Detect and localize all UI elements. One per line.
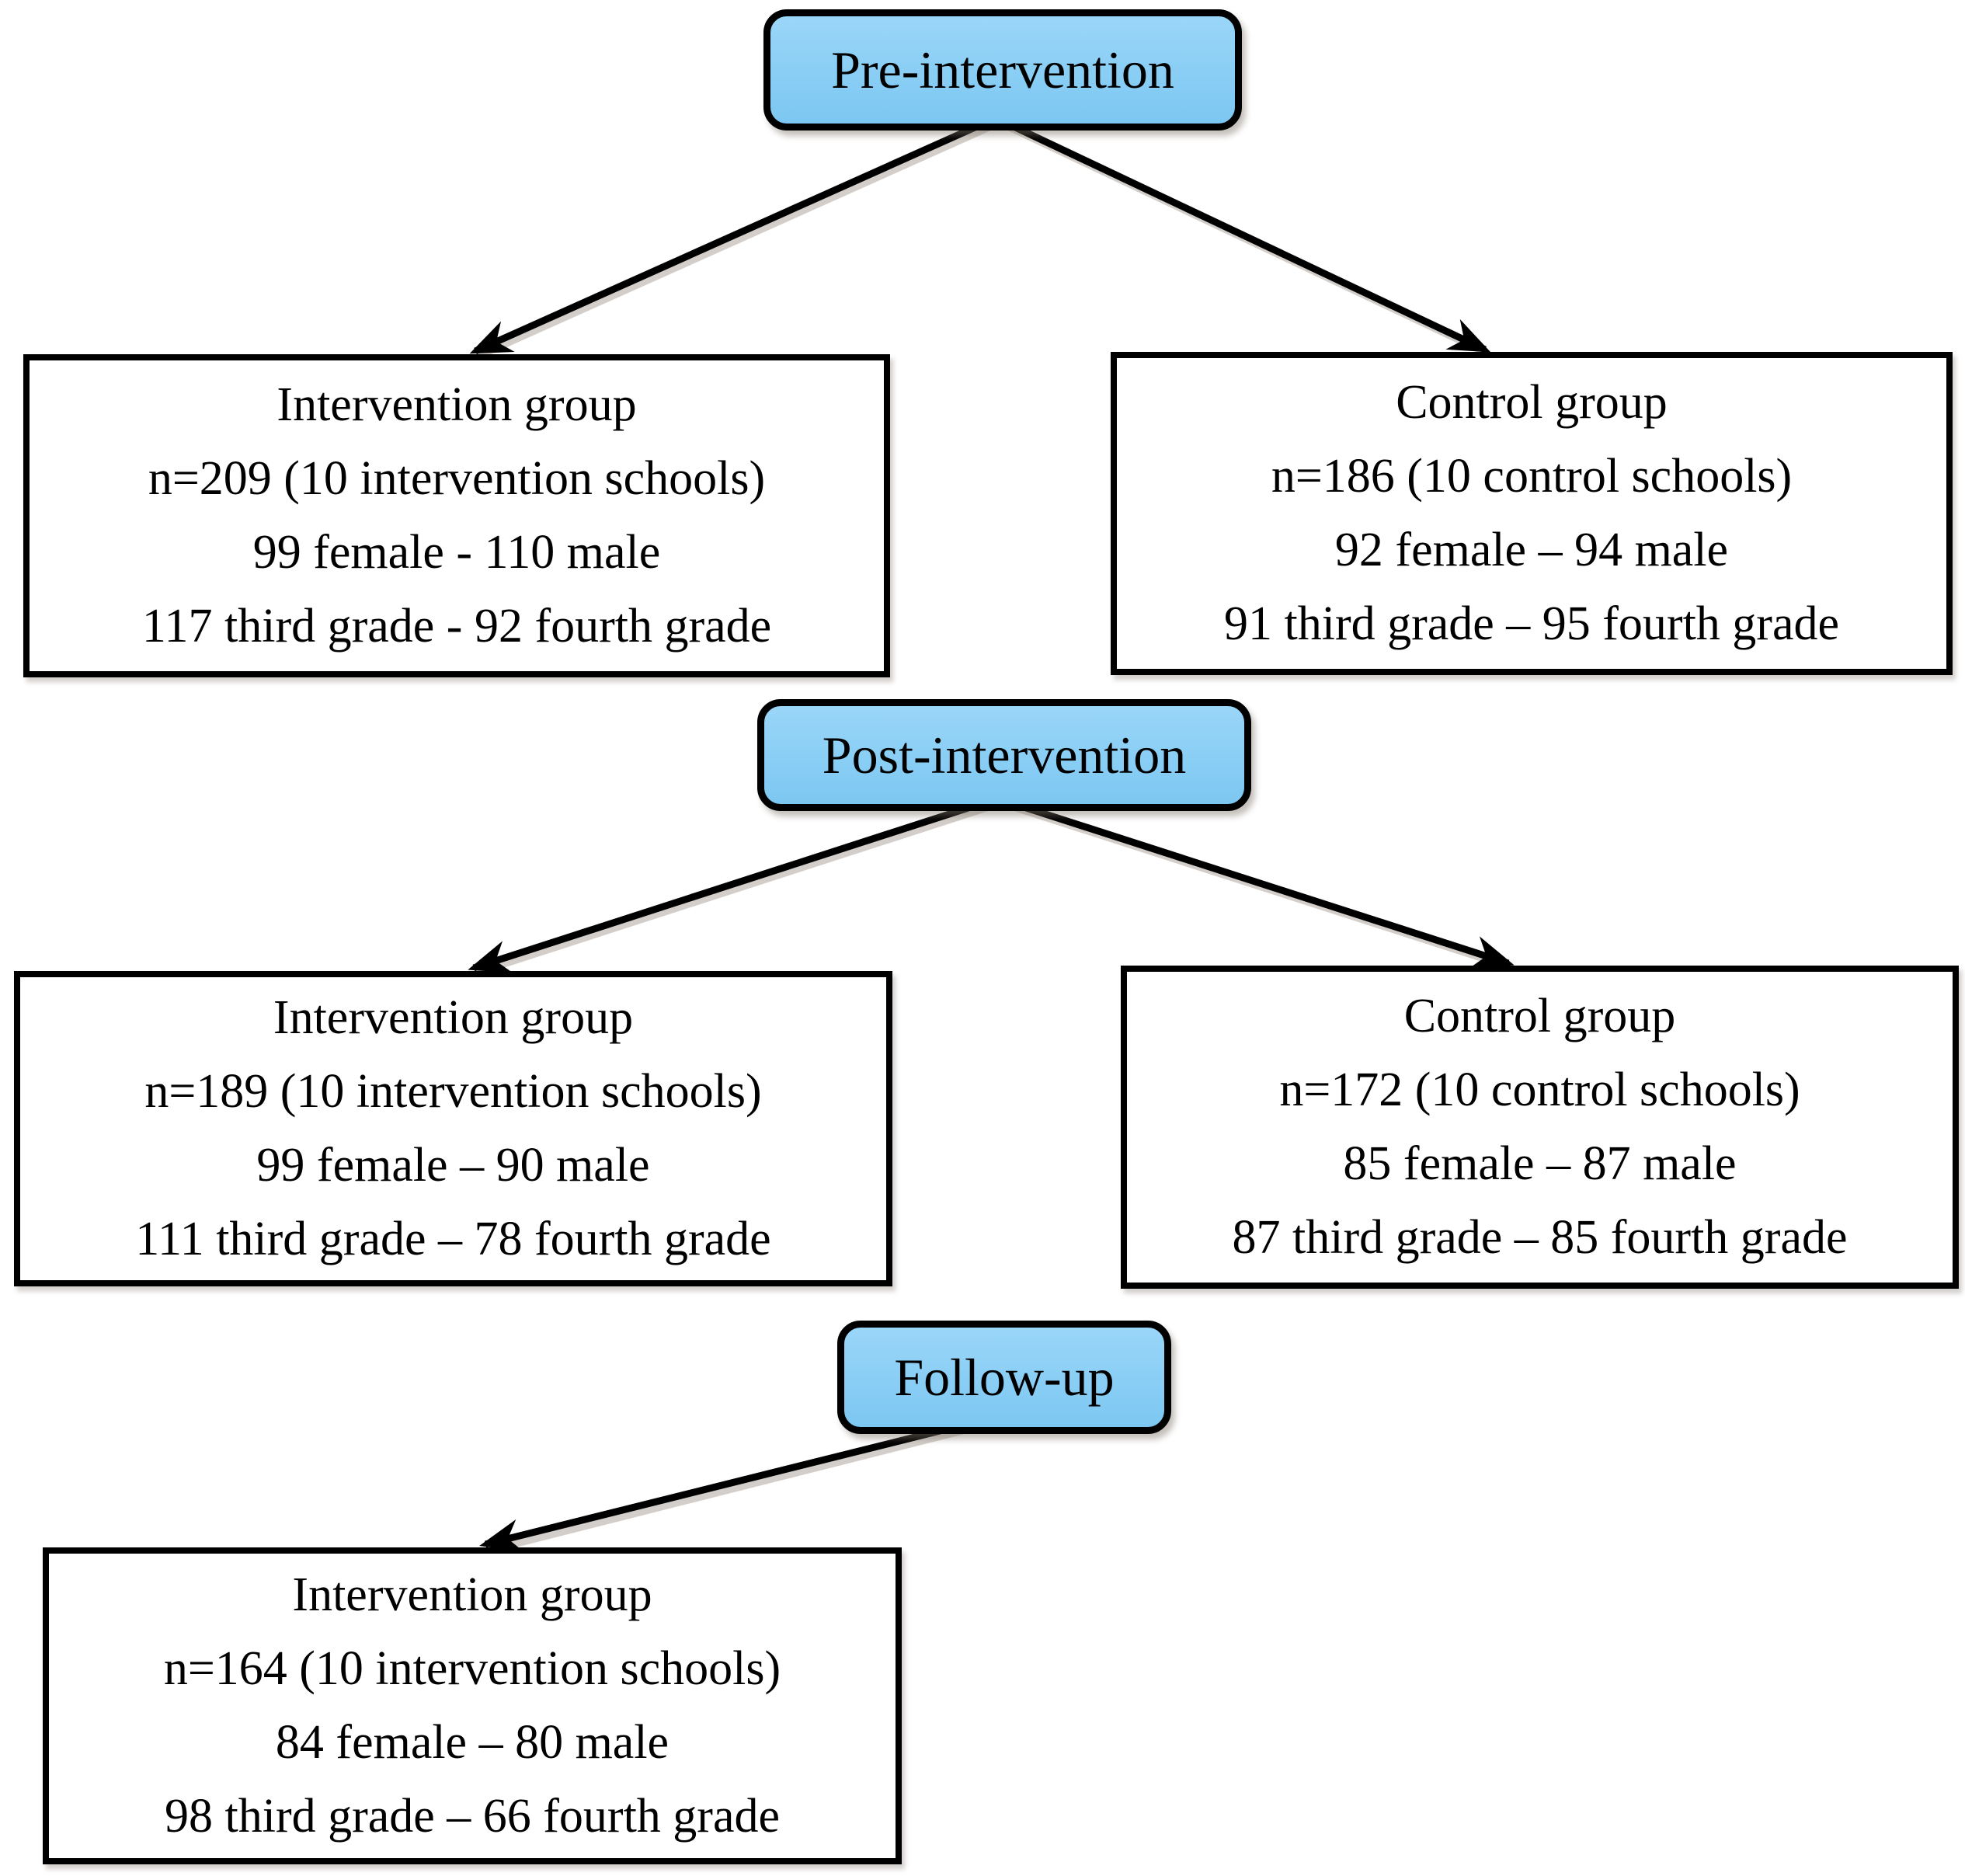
stage-badge-follow-up: Follow-up [837,1321,1171,1434]
arrow-post-to-intervention [468,795,999,973]
box-pre-control-group: Control group n=186 (10 control schools)… [1111,352,1953,675]
group-n: n=209 (10 intervention schools) [148,452,766,505]
stage-label: Pre-intervention [831,40,1174,99]
arrow-shadow [476,799,1003,976]
group-grade-split: 87 third grade – 85 fourth grade [1232,1211,1848,1264]
group-sex-split: 85 female – 87 male [1343,1137,1737,1190]
group-grade-split: 111 third grade – 78 fourth grade [135,1213,771,1265]
group-title: Intervention group [273,991,634,1044]
group-sex-split: 92 female – 94 male [1334,524,1729,576]
group-title: Intervention group [276,378,637,431]
group-grade-split: 98 third grade – 66 fourth grade [165,1790,780,1843]
box-pre-intervention-group: Intervention group n=209 (10 interventio… [23,354,890,677]
stage-badge-pre-intervention: Pre-intervention [763,9,1242,131]
stage-badge-post-intervention: Post-intervention [757,699,1251,811]
box-followup-intervention-group: Intervention group n=164 (10 interventio… [43,1547,902,1864]
group-grade-split: 91 third grade – 95 fourth grade [1224,597,1839,650]
stage-label: Post-intervention [822,725,1187,785]
arrow-post-to-control [996,795,1515,969]
group-n: n=164 (10 intervention schools) [163,1642,781,1695]
arrow-shadow [488,1422,982,1554]
arrow-shadow [478,119,1001,360]
arrow-pre-to-control [994,114,1491,353]
group-title: Intervention group [292,1568,652,1621]
group-grade-split: 117 third grade - 92 fourth grade [141,600,772,653]
arrow-followup-to-intervention [479,1418,979,1552]
arrow-pre-to-intervention [469,114,997,355]
group-n: n=186 (10 control schools) [1271,450,1793,503]
group-sex-split: 84 female – 80 male [275,1716,669,1769]
group-n: n=189 (10 intervention schools) [144,1065,762,1118]
group-title: Control group [1403,990,1676,1042]
group-n: n=172 (10 control schools) [1279,1063,1800,1116]
box-post-intervention-group: Intervention group n=189 (10 interventio… [14,971,892,1286]
group-sex-split: 99 female - 110 male [252,526,661,579]
box-post-control-group: Control group n=172 (10 control schools)… [1121,966,1959,1289]
group-sex-split: 99 female – 90 male [256,1139,650,1192]
group-title: Control group [1396,376,1668,429]
stage-label: Follow-up [894,1347,1115,1407]
